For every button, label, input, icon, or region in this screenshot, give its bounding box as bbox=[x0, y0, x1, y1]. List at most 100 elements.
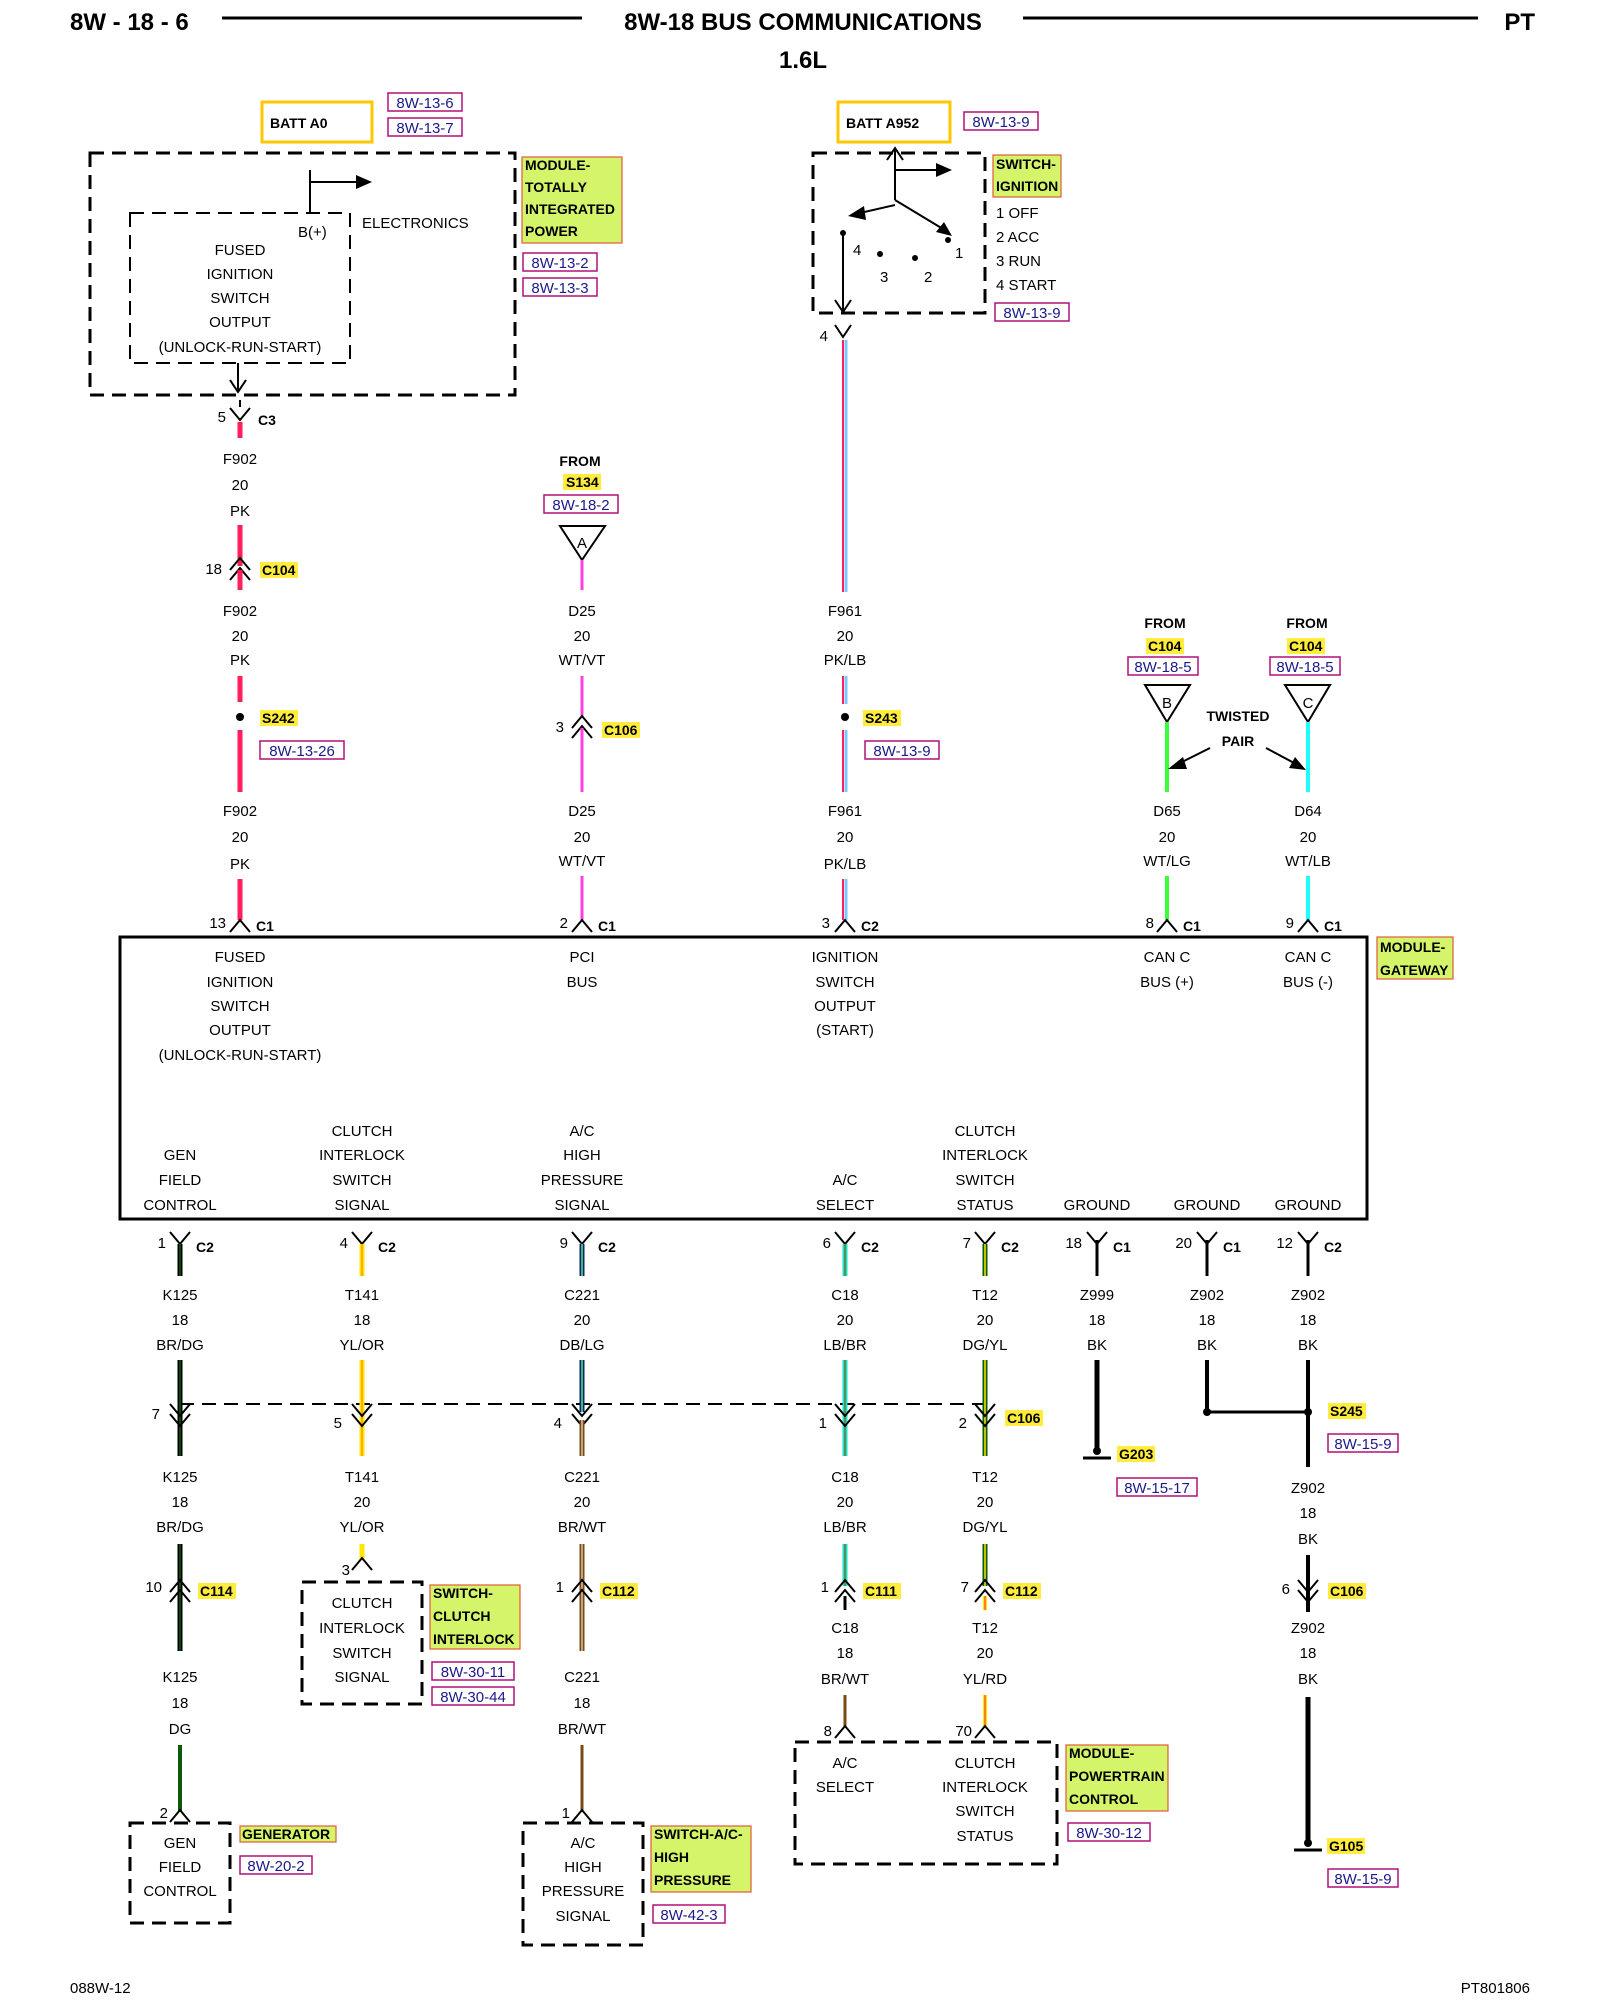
ref-a952[interactable]: 8W-13-9 bbox=[972, 114, 1029, 131]
connector-icon bbox=[834, 1413, 856, 1428]
gw-b4-0: CLUTCH bbox=[955, 1123, 1016, 1140]
clutch-sw-ref-1[interactable]: 8W-30-11 bbox=[441, 1664, 505, 1681]
ac-sw-ref[interactable]: 8W-42-3 bbox=[660, 1907, 717, 1924]
d64-c1-pin: 9 bbox=[1286, 915, 1294, 932]
ign-pin-4: 4 bbox=[853, 242, 861, 259]
c18-b-3: LB/BR bbox=[823, 1519, 867, 1536]
offpage-triangle-icon bbox=[1143, 684, 1192, 724]
ref-a0-2[interactable]: 8W-13-7 bbox=[396, 120, 453, 137]
s242-ref[interactable]: 8W-13-26 bbox=[269, 743, 335, 760]
connector-icon bbox=[1297, 1589, 1319, 1604]
gateway-top-labels: FUSED IGNITION SWITCH OUTPUT (UNLOCK-RUN… bbox=[159, 949, 1333, 1064]
s243-ref[interactable]: 8W-13-9 bbox=[873, 743, 930, 760]
gw-b6-0: GROUND bbox=[1174, 1197, 1241, 1214]
tipm-ref-1[interactable]: 8W-13-2 bbox=[531, 255, 588, 272]
c18-c106-pin: 1 bbox=[819, 1415, 827, 1432]
wire-z902-a: 20 C1 Z902 18 BK bbox=[1175, 1231, 1308, 1416]
d65-ref[interactable]: 8W-18-5 bbox=[1134, 659, 1191, 676]
t12-a-1: T12 bbox=[972, 1287, 998, 1304]
f902-b-2: 20 bbox=[232, 628, 249, 645]
k125-b-3: BR/DG bbox=[156, 1519, 204, 1536]
c18-a-1: C18 bbox=[831, 1287, 859, 1304]
tipm-name-1: MODULE- bbox=[525, 157, 591, 173]
z902a-3: BK bbox=[1197, 1337, 1217, 1354]
s245-ref[interactable]: 8W-15-9 bbox=[1334, 1436, 1391, 1453]
twisted-arrow-right bbox=[1265, 747, 1297, 765]
ign-contact-3 bbox=[877, 251, 883, 257]
tipm-inner-3: SWITCH bbox=[210, 290, 269, 307]
conn-highlight bbox=[1287, 638, 1325, 654]
k125-b-2: 18 bbox=[172, 1494, 189, 1511]
connector-icon bbox=[229, 407, 251, 422]
connector-icon bbox=[1156, 918, 1178, 933]
ign-name-2: IGNITION bbox=[996, 178, 1058, 194]
connector-icon bbox=[169, 1588, 191, 1603]
c18-c-3: BR/WT bbox=[821, 1671, 869, 1688]
f902-c1-conn: C1 bbox=[256, 918, 274, 934]
c18-c-1: C18 bbox=[831, 1620, 859, 1637]
wire-c18: 6 C2 C18 20 LB/BR 1 C18 20 LB/BR 1 C111 … bbox=[819, 1231, 901, 1740]
twisted-pair-2: PAIR bbox=[1222, 733, 1254, 749]
d25-s134-ref[interactable]: 8W-18-2 bbox=[552, 497, 609, 514]
g105-ref[interactable]: 8W-15-9 bbox=[1334, 1871, 1391, 1888]
f902-b-3: PK bbox=[230, 652, 250, 669]
tipm-electronics: ELECTRONICS bbox=[362, 215, 469, 232]
gw-t3-0: CAN C bbox=[1144, 949, 1191, 966]
t12-b-3: DG/YL bbox=[962, 1519, 1007, 1536]
engine-subtitle: 1.6L bbox=[779, 47, 827, 74]
pcm-left-2: SELECT bbox=[816, 1779, 874, 1796]
t12-pin: 7 bbox=[963, 1235, 971, 1252]
d64-ref[interactable]: 8W-18-5 bbox=[1276, 659, 1333, 676]
k125-b-1: K125 bbox=[162, 1469, 197, 1486]
gw-b0-1: FIELD bbox=[159, 1172, 202, 1189]
connector-icon bbox=[571, 918, 593, 933]
f961-c2-conn: C2 bbox=[861, 918, 879, 934]
ign-pos-3: 3 RUN bbox=[996, 253, 1041, 270]
gateway-name-highlight bbox=[1376, 936, 1454, 980]
c221-c112-pin: 1 bbox=[556, 1579, 564, 1596]
t12-c112-pin: 7 bbox=[961, 1579, 969, 1596]
conn-highlight bbox=[198, 1583, 236, 1599]
ign-ref[interactable]: 8W-13-9 bbox=[1003, 305, 1060, 322]
c221-conn: C2 bbox=[598, 1239, 616, 1255]
pcm-ref[interactable]: 8W-30-12 bbox=[1076, 1825, 1142, 1842]
gw-b5-0: GROUND bbox=[1064, 1197, 1131, 1214]
g203-ref[interactable]: 8W-15-17 bbox=[1124, 1480, 1190, 1497]
f902-c104-pin: 18 bbox=[205, 561, 222, 578]
c18-a-2: 20 bbox=[837, 1312, 854, 1329]
d25-tri: A bbox=[577, 535, 587, 552]
tipm-ref-2[interactable]: 8W-13-3 bbox=[531, 280, 588, 297]
ref-a0-1[interactable]: 8W-13-6 bbox=[396, 95, 453, 112]
t12-c106: C106 bbox=[1007, 1410, 1041, 1426]
pcm-name-1: MODULE- bbox=[1069, 1745, 1135, 1761]
d64-3: WT/LB bbox=[1285, 853, 1331, 870]
c221-c106-pin: 4 bbox=[554, 1415, 562, 1432]
gw-t2-2: OUTPUT bbox=[814, 998, 876, 1015]
d25-b-3: WT/VT bbox=[559, 853, 606, 870]
gateway-name-1: MODULE- bbox=[1380, 939, 1446, 955]
batt-a0-box bbox=[260, 100, 374, 144]
k125-c114: C114 bbox=[200, 1583, 233, 1599]
gw-t0-1: IGNITION bbox=[207, 974, 274, 991]
twisted-pair-1: TWISTED bbox=[1207, 708, 1270, 724]
t12-a-3: DG/YL bbox=[962, 1337, 1007, 1354]
t12-c-2: 20 bbox=[977, 1645, 994, 1662]
c221-c-1: C221 bbox=[564, 1669, 600, 1686]
f902-c-1: F902 bbox=[223, 803, 257, 820]
generator-ref[interactable]: 8W-20-2 bbox=[247, 1858, 304, 1875]
ref-box bbox=[1067, 1822, 1151, 1842]
d65-3: WT/LG bbox=[1143, 853, 1191, 870]
d25-a-1: D25 bbox=[568, 603, 596, 620]
gen-line-2: FIELD bbox=[159, 1859, 202, 1876]
ac-sw-name-2: HIGH bbox=[654, 1849, 689, 1865]
c221-c-2: 18 bbox=[574, 1695, 591, 1712]
z902b-b-2: 18 bbox=[1300, 1505, 1317, 1522]
z999-g203: G203 bbox=[1119, 1446, 1153, 1462]
connector-icon bbox=[974, 1588, 996, 1603]
clutch-sw-ref-2[interactable]: 8W-30-44 bbox=[440, 1689, 506, 1706]
ign-wiper bbox=[894, 199, 949, 233]
page-number: 8W - 18 - 6 bbox=[70, 9, 189, 36]
ign-switch-outline bbox=[811, 151, 987, 315]
d64-c1-conn: C1 bbox=[1324, 918, 1342, 934]
t141-end-pin: 3 bbox=[342, 1562, 350, 1579]
